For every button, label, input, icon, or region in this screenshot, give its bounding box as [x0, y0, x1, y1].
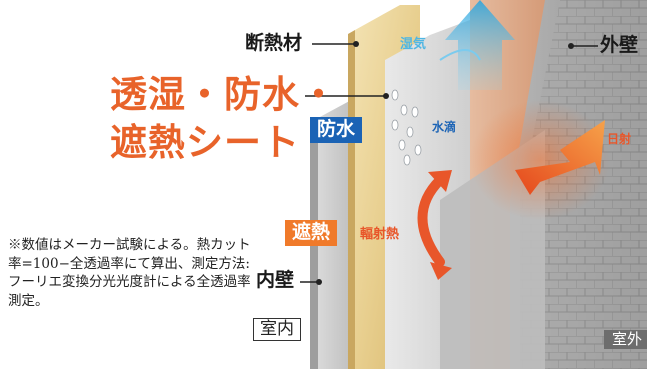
leader-sheet-dot — [383, 93, 389, 99]
heat-glow — [470, 100, 610, 220]
headline-line2: 遮熱シート — [110, 120, 300, 164]
leader-inner-dot — [316, 279, 322, 285]
inner-wall-label: 内壁 — [256, 269, 295, 291]
insulation-label: 断熱材 — [245, 32, 303, 54]
leader-outer-dot — [568, 43, 574, 49]
radiant-heat-label: 輻射熱 — [360, 227, 400, 242]
radiant-heat-arrow — [417, 175, 445, 267]
footnote: ※数値はメーカー試験による。熱カット率=100−全透過率にて算出、測定方法:フー… — [8, 237, 251, 309]
water-drops-icon — [391, 89, 422, 166]
radiant-arrow-head-top — [428, 170, 452, 192]
leader-insulation-dot — [353, 41, 359, 47]
heat-shield-badge: 遮熱 — [285, 220, 338, 246]
outdoor-label: 室外 — [604, 330, 647, 349]
outer-wall-label: 外壁 — [600, 34, 639, 56]
sunlight-label: 日射 — [607, 132, 632, 146]
sunlight-arrow — [515, 120, 605, 195]
water-drops-label: 水滴 — [432, 120, 457, 134]
waterproof-badge: 防水 — [310, 117, 363, 143]
moisture-label: 湿気 — [400, 37, 427, 52]
moisture-arrow — [445, 0, 515, 90]
insulation-side — [348, 30, 355, 369]
radiant-arrow-head-bottom — [430, 262, 452, 280]
headline-line1: 透湿・防水・ — [110, 72, 338, 116]
indoor-label: 室内 — [253, 318, 301, 341]
